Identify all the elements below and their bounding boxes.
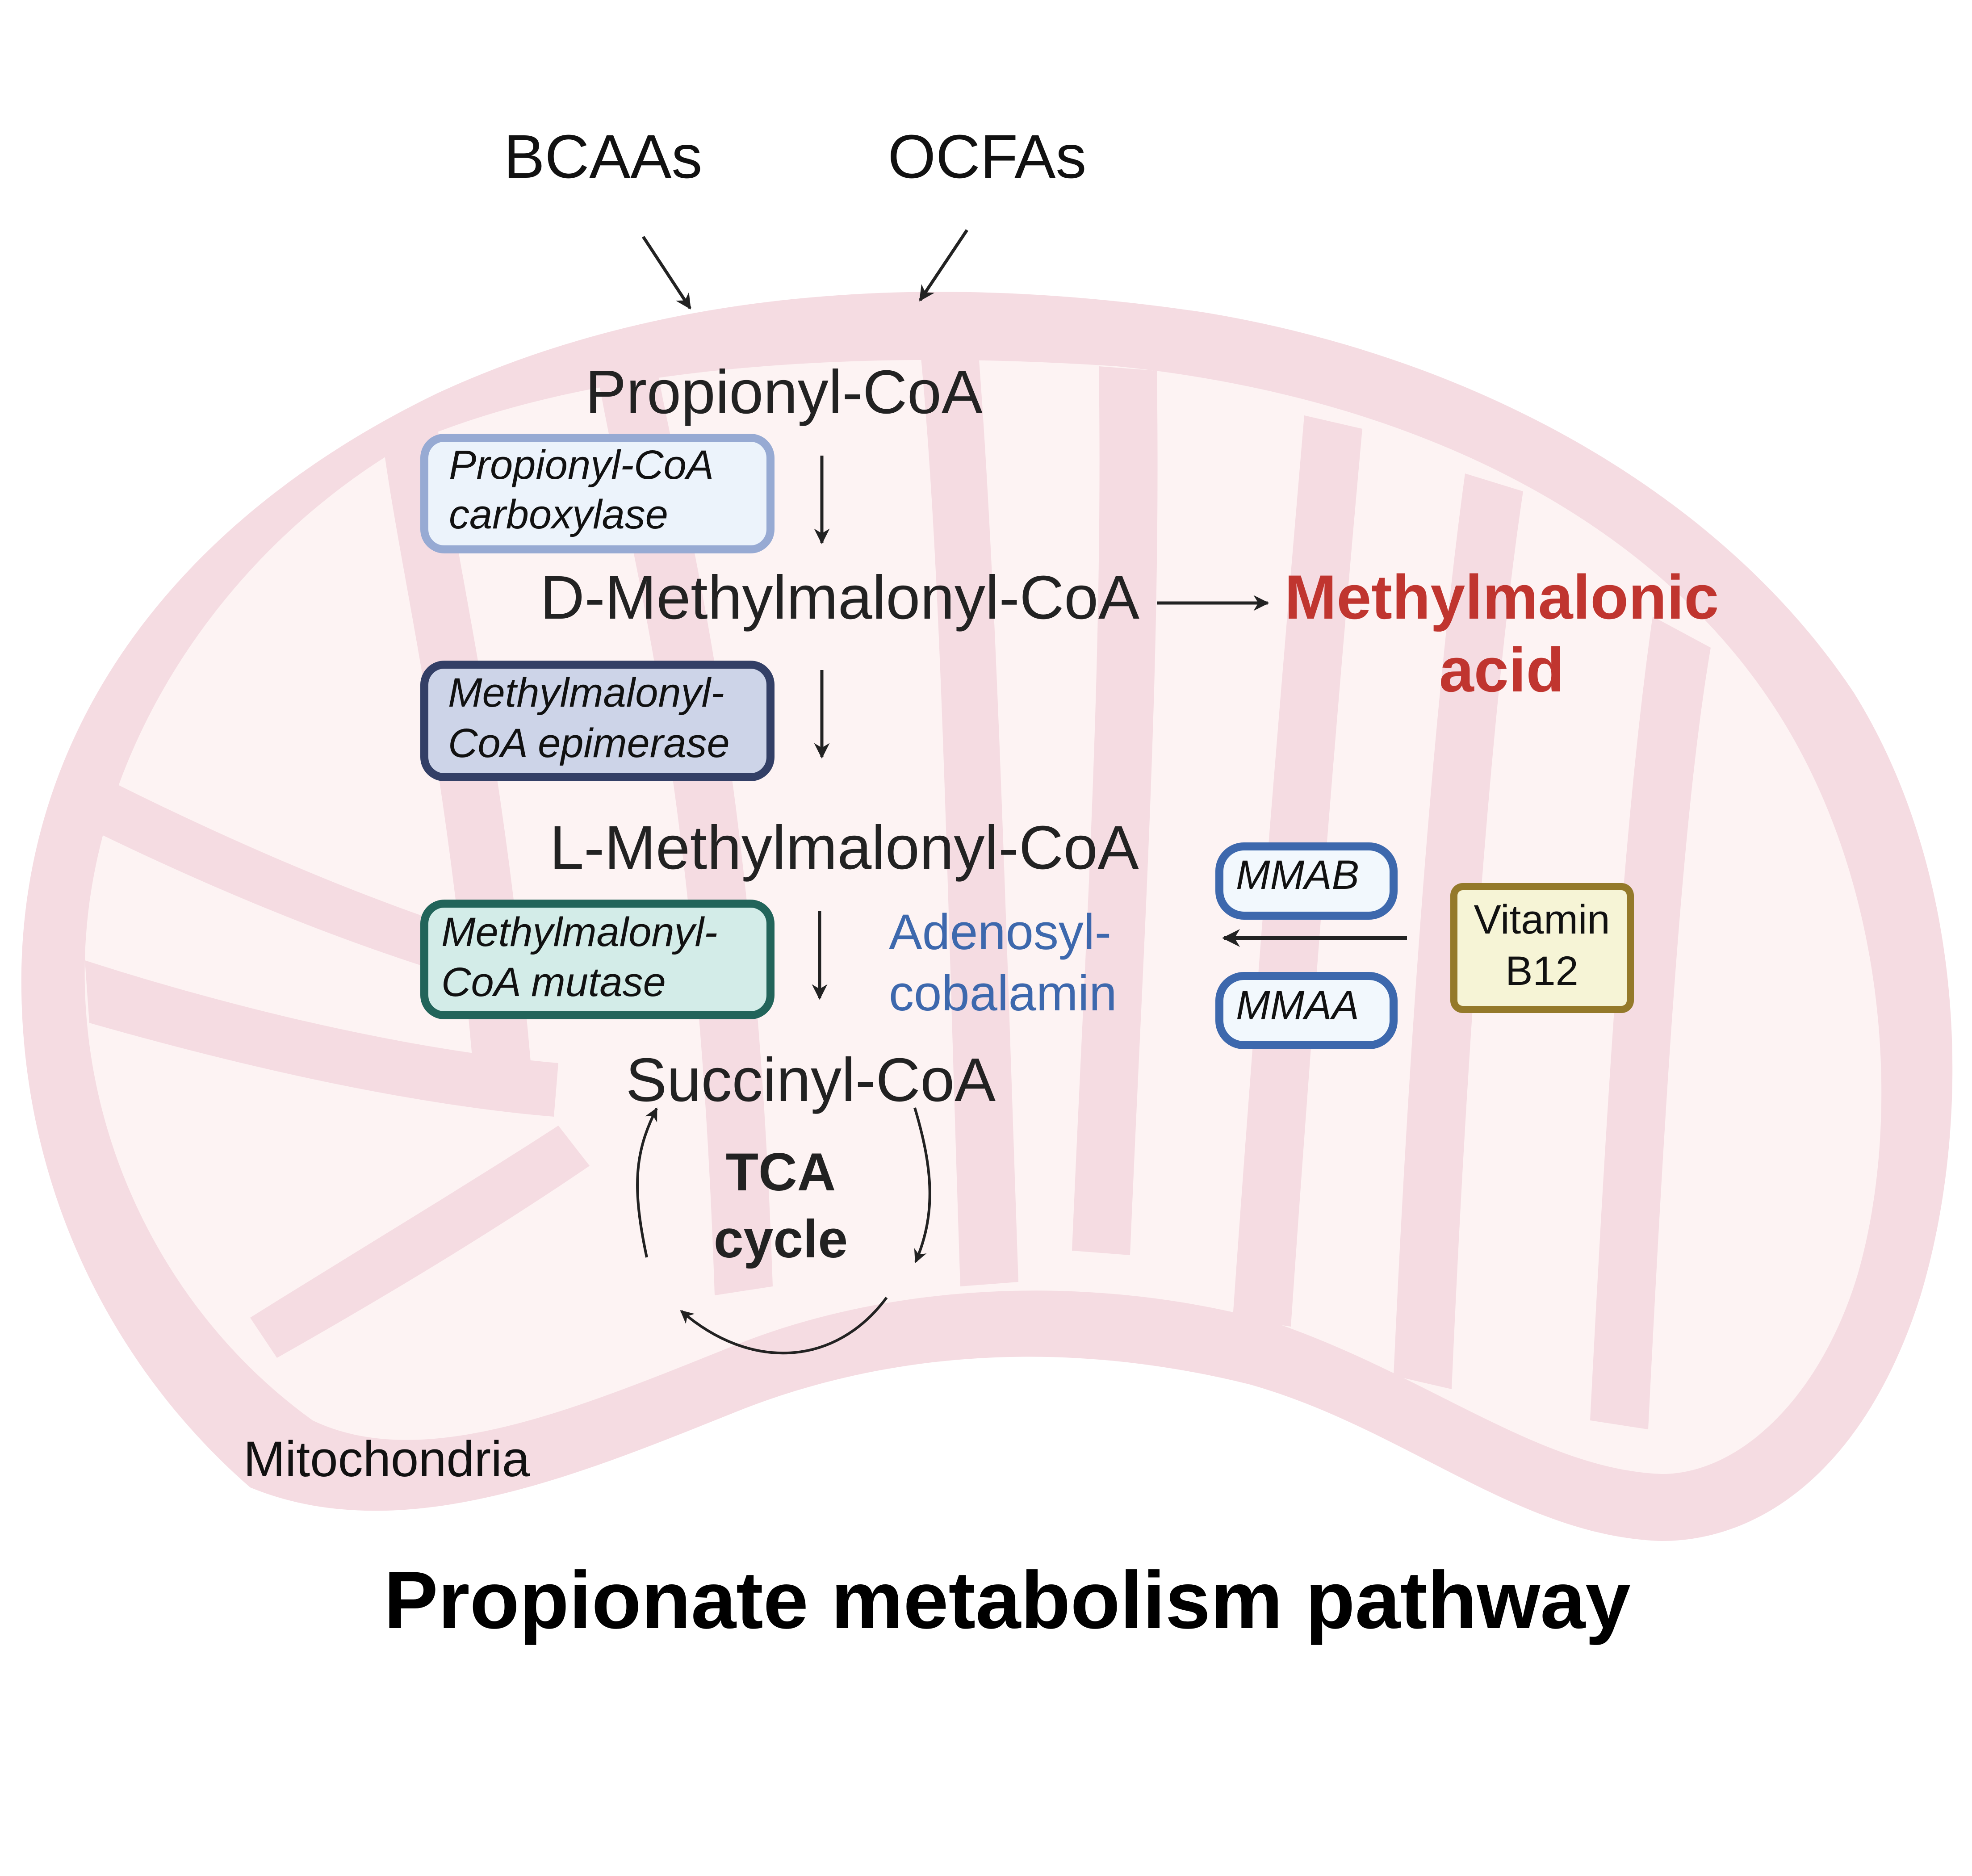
ocfas-arrow [919,229,968,302]
metabolite-l-methylmalonyl-coa: L-Methylmalonyl-CoA [549,813,1139,882]
source-label-ocfas: OCFAs [888,122,1087,191]
bcaas-arrow [642,236,691,310]
organelle-label-mitochondria: Mitochondria [243,1431,530,1487]
enzyme-label-line2: carboxylase [449,492,668,537]
enzyme-box-methylmalonyl-coa-epimerase: Methylmalonyl- CoA epimerase [420,661,775,781]
chaperone-label: MMAB [1236,852,1359,898]
cofactor-label-line1: Adenosyl- [889,904,1111,960]
tca-arrow-left [636,1107,658,1258]
chaperone-label: MMAA [1236,983,1359,1028]
source-label-bcaas: BCAAs [504,122,703,191]
side-product-label-line2: acid [1439,635,1564,705]
metabolite-propionyl-coa: Propionyl-CoA [585,358,983,427]
vitamin-label-line1: Vitamin [1474,897,1610,942]
metabolite-succinyl-coa: Succinyl-CoA [626,1046,996,1114]
tca-label-line1: TCA [726,1142,836,1202]
vitamin-label-line2: B12 [1505,948,1578,994]
chaperone-box-mmaa: MMAA [1215,972,1398,1049]
figure-title: Propionate metabolism pathway [384,1554,1630,1646]
enzyme-label-line1: Methylmalonyl- [448,670,724,716]
enzyme-label-line1: Methylmalonyl- [441,909,718,955]
enzyme-label-line1: Propionyl-CoA [449,442,714,488]
tca-label-line2: cycle [714,1209,848,1269]
cofactor-label-line2: cobalamin [889,965,1117,1021]
side-product-label-line1: Methylmalonic [1285,562,1719,632]
tca-arrow-right [913,1107,931,1263]
tca-arrow-bottom [680,1297,888,1355]
chaperone-box-mmab: MMAB [1215,842,1398,920]
enzyme-label-line2: CoA mutase [441,959,666,1005]
enzyme-box-methylmalonyl-coa-mutase: Methylmalonyl- CoA mutase [420,900,775,1019]
metabolite-d-methylmalonyl-coa: D-Methylmalonyl-CoA [540,563,1139,632]
enzyme-label-line2: CoA epimerase [448,720,730,766]
enzyme-box-propionyl-coa-carboxylase: Propionyl-CoA carboxylase [420,434,775,553]
vitamin-b12-box: Vitamin B12 [1450,883,1634,1013]
